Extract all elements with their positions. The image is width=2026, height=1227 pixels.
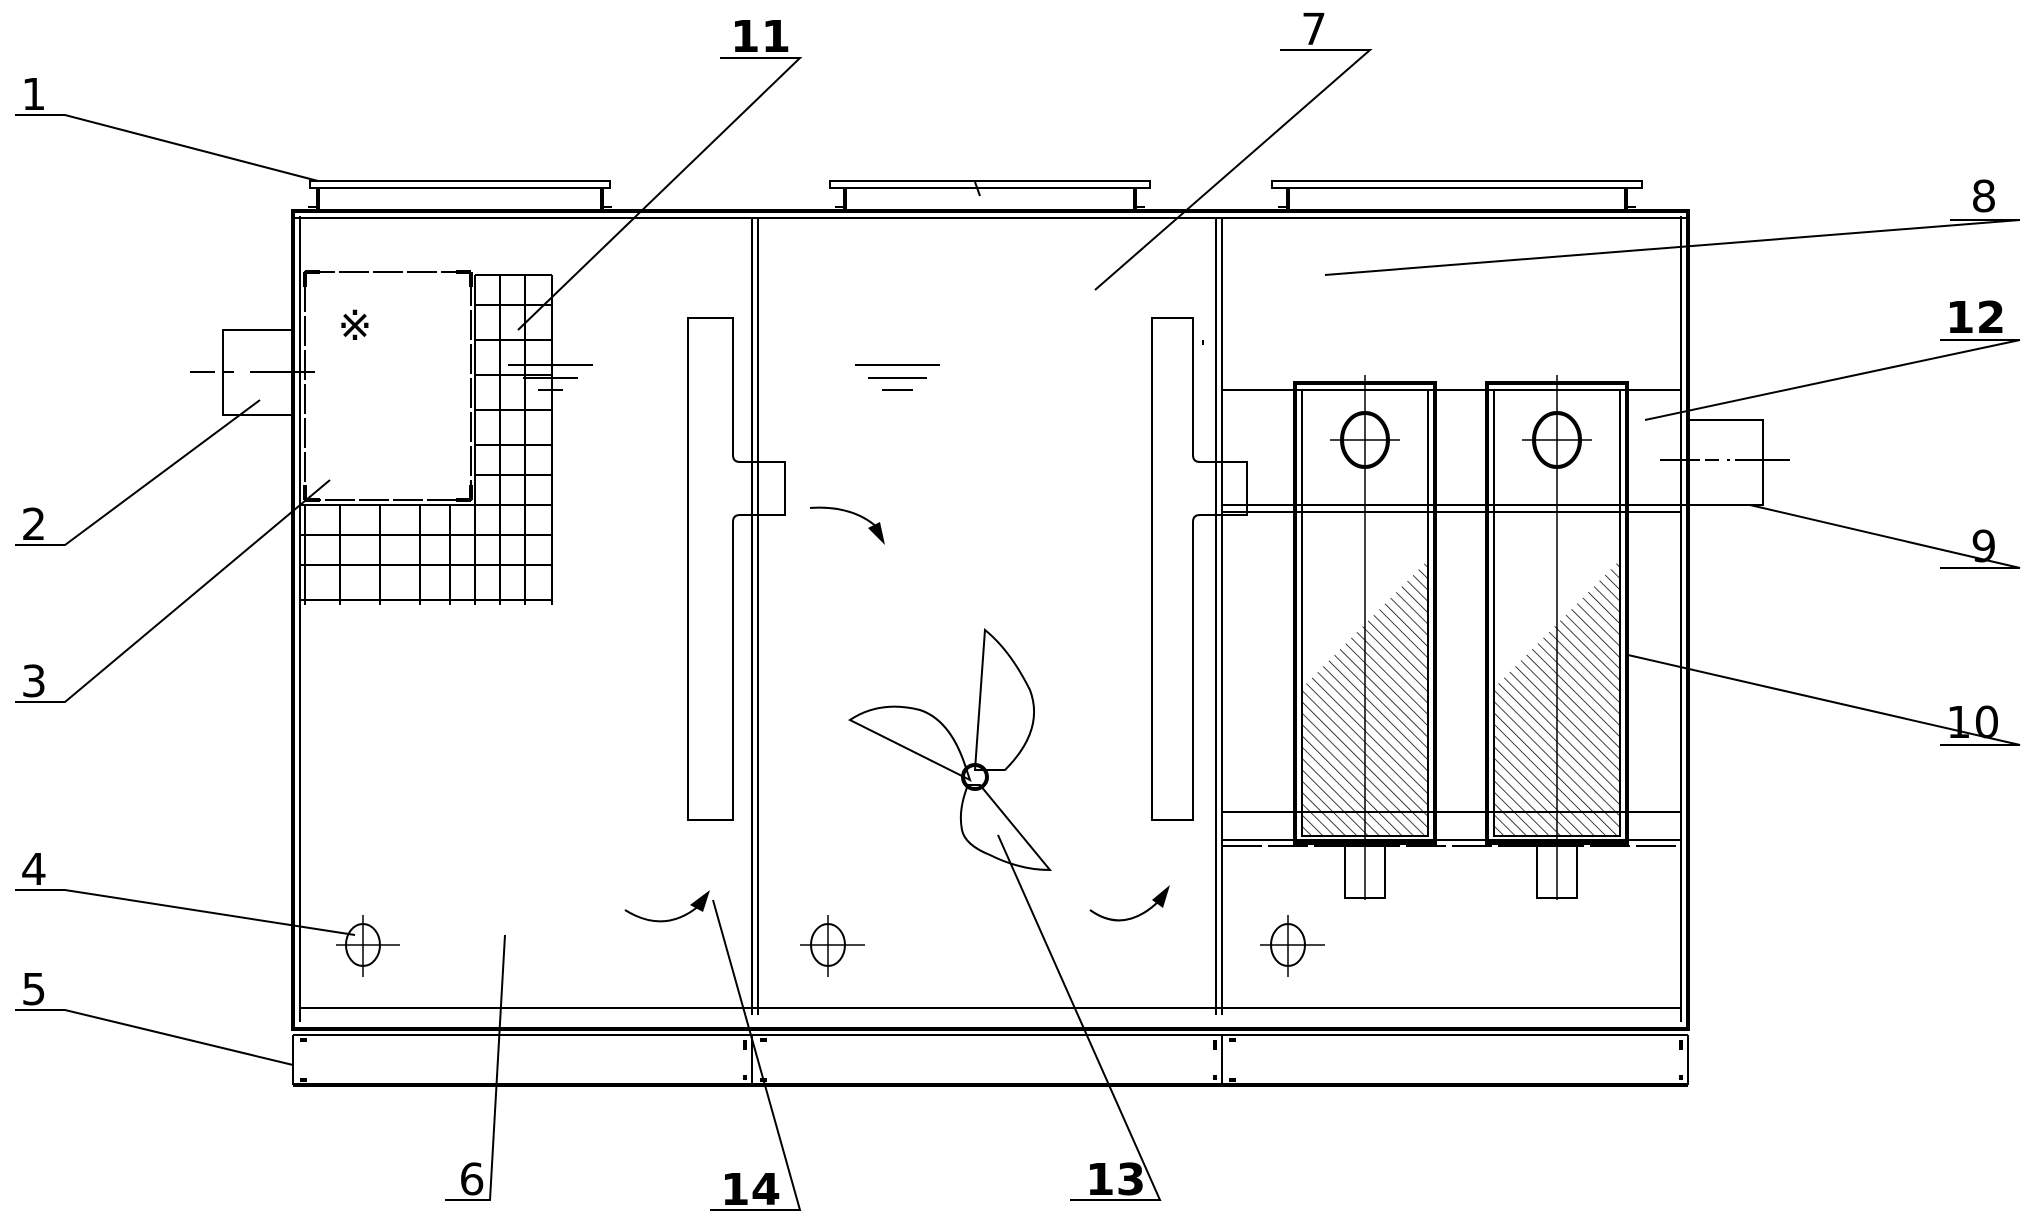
label-5: 5: [20, 965, 48, 1016]
outlet-pipe: [1600, 419, 1790, 506]
label-1: 1: [20, 70, 48, 121]
partitions: [751, 218, 1223, 1015]
filter-section: [1222, 375, 1681, 900]
tank-body: [291, 209, 1690, 1031]
manhole-covers: [308, 180, 1643, 211]
label-7: 7: [1300, 5, 1328, 56]
label-14: 14: [720, 1165, 781, 1216]
label-9: 9: [1970, 522, 1998, 573]
inlet-pipe: [190, 329, 315, 416]
leader-lines: [15, 49, 2021, 1211]
screen-basket: ※: [303, 270, 473, 502]
label-13: 13: [1085, 1155, 1146, 1206]
baffle-left: [687, 317, 786, 821]
number-labels: 1 2 3 4 5 6 7 8 9 10 11 12 13 14: [20, 5, 2006, 1216]
drain-valves: [336, 915, 1325, 977]
label-6: 6: [458, 1155, 486, 1206]
base-frame: [292, 1007, 1689, 1087]
label-12: 12: [1945, 293, 2006, 344]
label-2: 2: [20, 500, 48, 551]
label-8: 8: [1970, 172, 1998, 223]
baffle-right: [1151, 317, 1248, 821]
water-level-marker: [855, 364, 940, 391]
flow-arrows: [624, 506, 1170, 923]
label-4: 4: [20, 845, 48, 896]
label-11: 11: [730, 12, 791, 63]
grid-mesh: [300, 274, 593, 605]
impeller: [848, 628, 1053, 872]
label-3: 3: [20, 657, 48, 708]
special-symbol: ※: [337, 301, 372, 350]
label-10: 10: [1945, 698, 2001, 749]
